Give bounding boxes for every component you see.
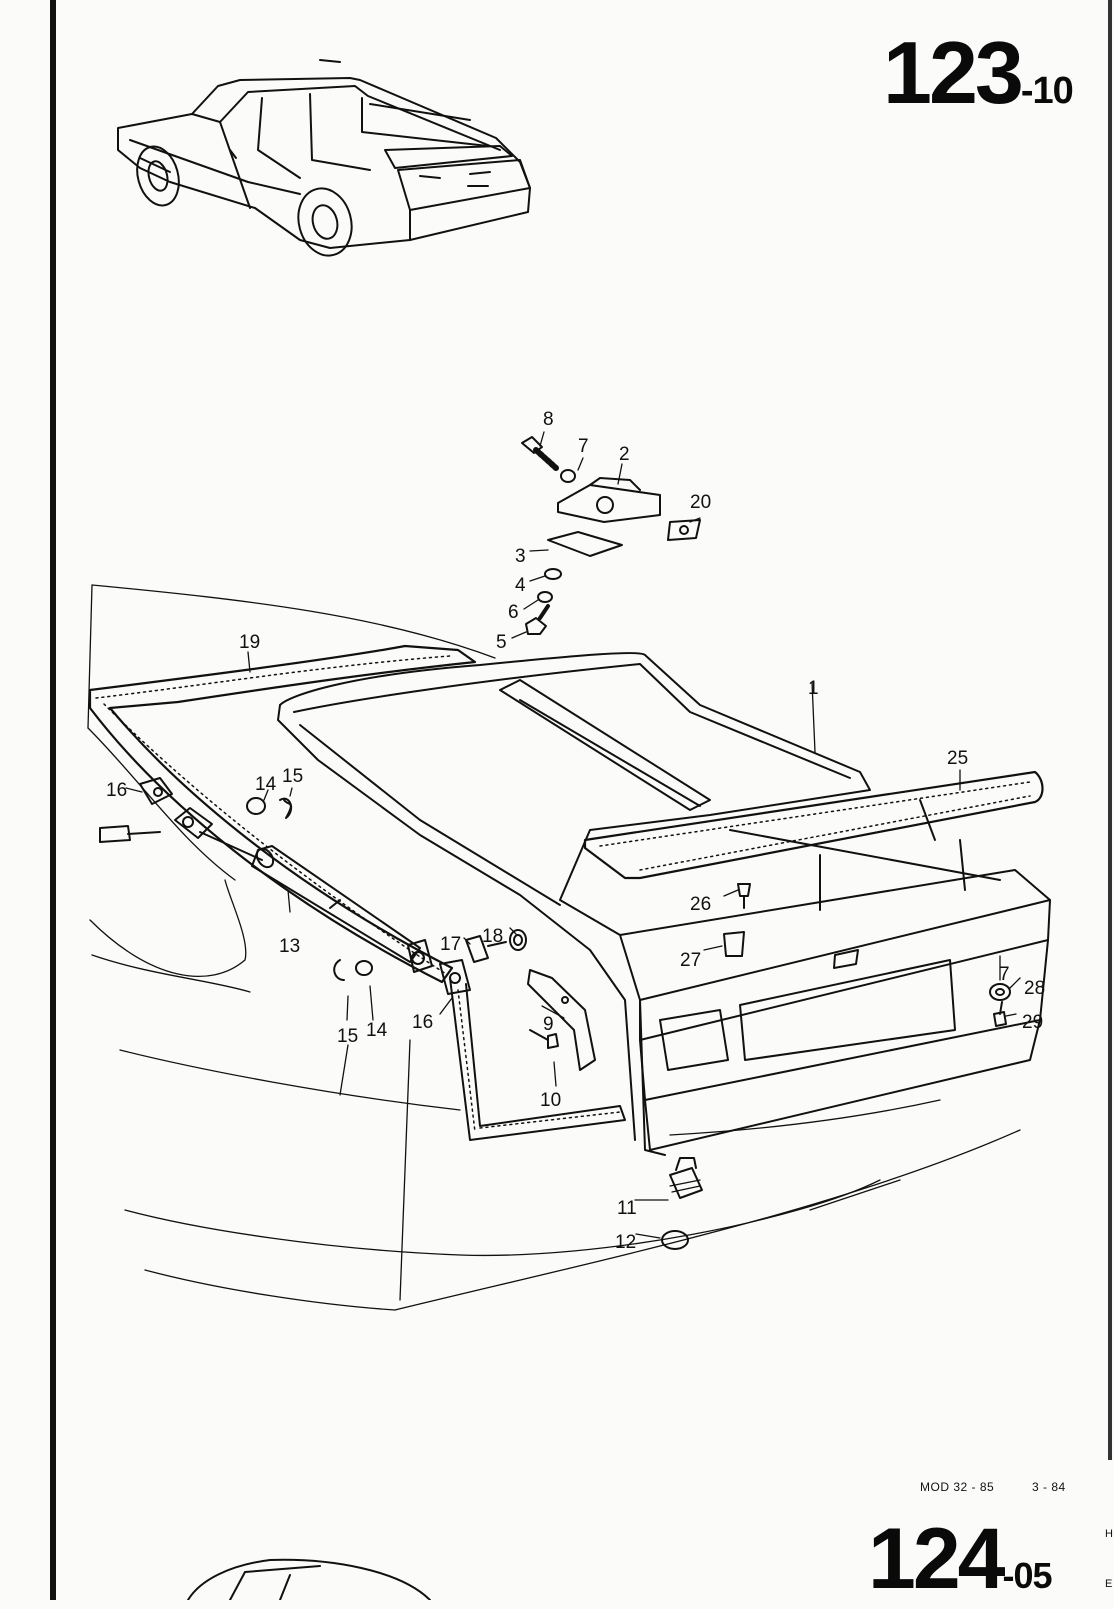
- seal-gasket-19: [88, 644, 626, 1141]
- leader-lines: [125, 431, 1021, 1239]
- callout-8: 8: [543, 409, 554, 430]
- callout-5: 5: [496, 632, 507, 653]
- callout-26: 26: [690, 894, 711, 915]
- edge-letter-bottom: E: [1105, 1578, 1113, 1590]
- callout-15-lower: 15: [337, 1026, 358, 1047]
- next-page-code: 124-05: [868, 1510, 1053, 1609]
- hinge-assembly: [521, 436, 701, 635]
- next-page-car-fragment: [187, 1558, 431, 1600]
- callout-29: 29: [1022, 1012, 1043, 1033]
- page-code-main: 123: [883, 23, 1024, 122]
- callout-14-lower: 14: [366, 1020, 388, 1041]
- callout-6: 6: [508, 602, 519, 623]
- callout-7-lower: 7: [999, 964, 1010, 985]
- next-page-code-main: 124: [868, 1511, 1005, 1607]
- callout-3: 3: [515, 546, 526, 567]
- callout-2: 2: [619, 444, 630, 465]
- callout-20: 20: [690, 492, 711, 513]
- callout-1: 1: [808, 678, 819, 699]
- footer-model-code: MOD 32 - 85: [920, 1480, 995, 1494]
- small-parts-26-29: [723, 883, 1011, 1027]
- edge-letter-top: H: [1105, 1528, 1113, 1540]
- callout-16-upper: 16: [106, 780, 127, 801]
- callout-28: 28: [1024, 978, 1045, 999]
- callout-17: 17: [440, 934, 461, 955]
- callout-7: 7: [578, 436, 589, 457]
- lock-bracket: [527, 969, 596, 1071]
- callout-27: 27: [680, 950, 701, 971]
- page-code-sub: -10: [1020, 70, 1074, 112]
- callout-18: 18: [482, 926, 503, 947]
- left-margin-bar: [50, 0, 56, 1600]
- right-margin-bar: [1108, 0, 1112, 1460]
- callout-14-upper: 14: [255, 774, 277, 795]
- callout-labels: 8 7 2 20 3 4 6 5 1 19 25 16 14 15 13 17 …: [106, 409, 1045, 1253]
- callout-19: 19: [239, 632, 260, 653]
- callout-11: 11: [617, 1198, 637, 1219]
- next-page-code-sub: -05: [1002, 1555, 1053, 1596]
- callout-10: 10: [540, 1090, 561, 1111]
- callout-9: 9: [543, 1014, 554, 1035]
- tailgate-1: [277, 652, 1051, 1156]
- callout-25: 25: [947, 748, 968, 769]
- car-thumbnail-illustration: [117, 59, 531, 257]
- footer-date: 3 - 84: [1032, 1480, 1066, 1494]
- callout-15-upper: 15: [282, 766, 303, 787]
- page-code: 123-10: [883, 22, 1074, 124]
- spoiler-25: [583, 770, 1044, 880]
- body-outline: [87, 584, 1021, 1311]
- callout-13: 13: [279, 936, 300, 957]
- callout-16-lower: 16: [412, 1012, 433, 1033]
- buffer-11-12: [661, 1157, 703, 1250]
- callout-12: 12: [615, 1232, 636, 1253]
- gas-strut-13: [99, 777, 527, 995]
- callout-4: 4: [515, 575, 526, 596]
